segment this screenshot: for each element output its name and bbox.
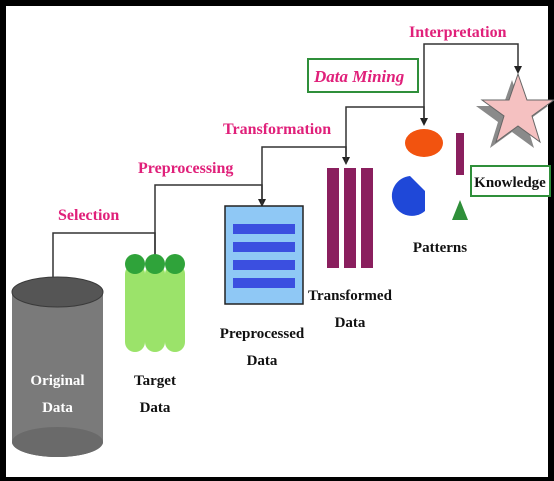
- knowledge-star: [476, 72, 554, 148]
- preprocessed-data-label-1: Preprocessed: [220, 326, 305, 342]
- target-data-label-2: Data: [140, 400, 171, 416]
- transformed-data-label-2: Data: [335, 315, 366, 331]
- pattern-ellipse: [405, 129, 443, 157]
- data-mining-label: Data Mining: [313, 67, 405, 86]
- data-mining-box: [307, 58, 419, 93]
- original-data-label-1: Original: [30, 373, 84, 389]
- knowledge-label: Knowledge: [474, 175, 546, 191]
- knowledge-box: [470, 165, 551, 197]
- interpretation-connector: [423, 43, 522, 120]
- selection-label: Selection: [58, 207, 119, 224]
- pattern-bar: [456, 133, 464, 175]
- transformed-data-bars: [327, 168, 373, 268]
- transformed-data-label-1: Transformed: [308, 288, 393, 304]
- original-data-label-2: Data: [42, 400, 73, 416]
- preprocessed-data-label-2: Data: [247, 353, 278, 369]
- patterns-label: Patterns: [413, 240, 467, 256]
- transformation-label: Transformation: [223, 121, 331, 138]
- target-data-label-1: Target: [134, 373, 176, 389]
- connectors: [49, 43, 522, 285]
- pattern-pie: [391, 176, 425, 216]
- preprocessed-data-box: [224, 205, 304, 305]
- interpretation-label: Interpretation: [409, 24, 507, 41]
- target-data-cylinders: [125, 254, 185, 352]
- preprocessing-label: Preprocessing: [138, 160, 233, 177]
- original-data-cylinder: [11, 276, 104, 457]
- pattern-triangle: [452, 200, 468, 220]
- patterns-shapes: [391, 129, 468, 220]
